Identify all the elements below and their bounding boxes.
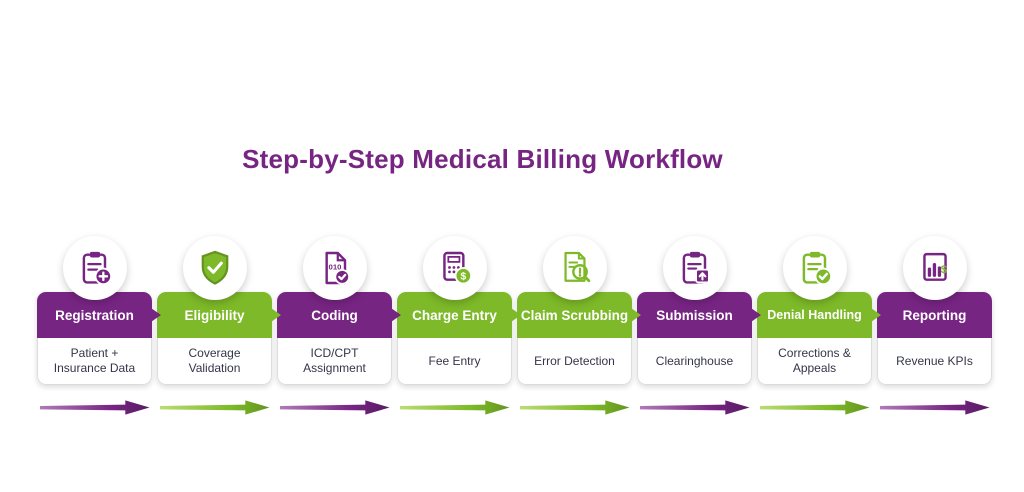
calculator-dollar-icon: $ (422, 236, 487, 300)
step-card: Coding ICD/CPT Assignment (277, 292, 392, 385)
svg-text:010: 010 (328, 263, 341, 272)
flow-arrow-icon (879, 400, 990, 415)
step-card: Eligibility Coverage Validation (157, 292, 272, 385)
step-card: Reporting Revenue KPIs (877, 292, 992, 385)
step-subtitle: Revenue KPIs (877, 338, 992, 385)
workflow-steps-row: Registration Patient + Insurance Data El… (37, 236, 992, 385)
step-subtitle: Coverage Validation (157, 338, 272, 385)
svg-text:$: $ (940, 264, 947, 276)
step-claim-scrubbing: Claim Scrubbing Error Detection (517, 236, 632, 385)
step-charge-entry: $ Charge Entry Fee Entry (397, 236, 512, 385)
step-card: Denial Handling Corrections & Appeals (757, 292, 872, 385)
step-subtitle: Clearinghouse (637, 338, 752, 385)
document-inspect-icon (542, 236, 607, 300)
step-denial-handling: Denial Handling Corrections & Appeals (757, 236, 872, 385)
step-registration: Registration Patient + Insurance Data (37, 236, 152, 385)
step-subtitle: Fee Entry (397, 338, 512, 385)
flow-arrows-row (37, 399, 992, 416)
step-subtitle: Patient + Insurance Data (37, 338, 152, 385)
shield-check-icon (182, 236, 247, 300)
clipboard-plus-icon (62, 236, 127, 300)
step-subtitle: Corrections & Appeals (757, 338, 872, 385)
step-subtitle: Error Detection (517, 338, 632, 385)
step-card: Registration Patient + Insurance Data (37, 292, 152, 385)
step-card: Claim Scrubbing Error Detection (517, 292, 632, 385)
step-coding: 010 Coding ICD/CPT Assignment (277, 236, 392, 385)
step-card: Charge Entry Fee Entry (397, 292, 512, 385)
flow-arrow-icon (39, 400, 150, 415)
flow-arrow-icon (279, 400, 390, 415)
step-eligibility: Eligibility Coverage Validation (157, 236, 272, 385)
chart-dollar-icon: $ (902, 236, 967, 300)
step-card: Submission Clearinghouse (637, 292, 752, 385)
flow-arrow-icon (399, 400, 510, 415)
flow-arrow-icon (639, 400, 750, 415)
step-reporting: $ Reporting Revenue KPIs (877, 236, 992, 385)
svg-text:$: $ (460, 271, 466, 283)
flow-arrow-icon (159, 400, 270, 415)
clipboard-check-icon (782, 236, 847, 300)
clipboard-upload-icon (662, 236, 727, 300)
page-title: Step-by-Step Medical Billing Workflow (242, 144, 723, 174)
flow-arrow-icon (759, 400, 870, 415)
step-subtitle: ICD/CPT Assignment (277, 338, 392, 385)
step-submission: Submission Clearinghouse (637, 236, 752, 385)
binary-document-icon: 010 (302, 236, 367, 300)
flow-arrow-icon (519, 400, 630, 415)
